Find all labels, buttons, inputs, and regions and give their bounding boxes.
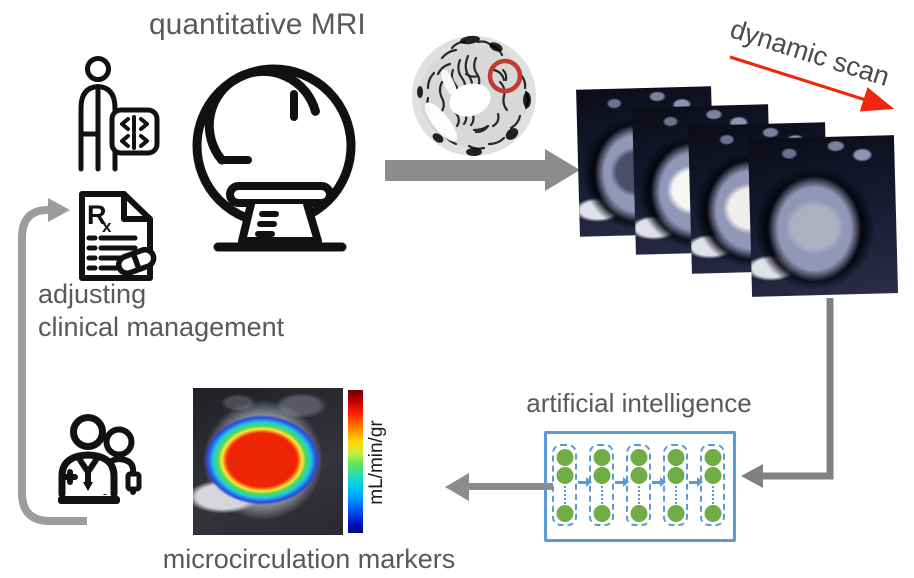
rx-symbol-sub: x xyxy=(102,217,112,236)
colorbar-unit-label: mL/min/gr xyxy=(366,420,387,505)
ai-node xyxy=(556,467,573,484)
artificial-intelligence-label: artificial intelligence xyxy=(526,388,752,418)
dynamic-scan-arrow xyxy=(729,55,895,112)
ai-node xyxy=(556,505,573,522)
pill-icon xyxy=(115,246,157,276)
ai-node xyxy=(704,505,721,522)
ai-layer-5 xyxy=(700,444,725,526)
rx-document-icon: R x xyxy=(79,191,157,281)
medical-cross xyxy=(62,469,78,485)
patient-icon xyxy=(78,56,160,172)
ai-node-ellipsis xyxy=(563,486,566,504)
doctors-icon xyxy=(58,414,142,504)
roi-annotation-circle xyxy=(487,58,523,94)
ai-node xyxy=(667,449,684,466)
ai-node xyxy=(704,467,721,484)
rx-text-lines xyxy=(86,235,138,271)
ai-node-ellipsis xyxy=(600,486,603,504)
ai-node xyxy=(667,505,684,522)
ai-layer-arrow-icon xyxy=(652,477,666,487)
ai-node-ellipsis xyxy=(674,486,677,504)
colorbar xyxy=(348,390,363,533)
rx-symbol: R xyxy=(87,200,107,230)
microcirculation-markers-label: microcirculation markers xyxy=(162,544,456,574)
mri-frame-4 xyxy=(747,135,899,297)
ai-node xyxy=(556,449,573,466)
ai-network-box xyxy=(544,431,736,542)
ai-node xyxy=(593,449,610,466)
ai-layer-arrow-icon xyxy=(578,477,592,487)
perfusion-map-image xyxy=(193,388,343,535)
ai-node-ellipsis xyxy=(711,486,714,504)
ai-node xyxy=(667,467,684,484)
adjusting-line2: clinical management xyxy=(38,312,285,342)
scan-card-glyphs xyxy=(120,115,149,150)
ai-node xyxy=(630,449,647,466)
title-quantitative-mri: quantitative MRI xyxy=(149,8,366,41)
ai-node xyxy=(593,505,610,522)
ai-layer-3 xyxy=(626,444,651,526)
ai-layer-arrow-icon xyxy=(689,477,703,487)
vessel-blobs xyxy=(417,35,531,156)
ai-node xyxy=(593,467,610,484)
ai-layer-4 xyxy=(663,444,688,526)
ai-layer-1 xyxy=(552,444,577,526)
ai-node xyxy=(704,449,721,466)
ai-node xyxy=(630,467,647,484)
ai-layer-arrow-icon xyxy=(615,477,629,487)
feedback-loop-arrow xyxy=(18,198,87,525)
adjusting-line1: adjusting xyxy=(38,279,147,309)
ai-node xyxy=(630,505,647,522)
flow-arrow-scan-to-ai xyxy=(741,298,834,488)
ai-layer-2 xyxy=(589,444,614,526)
flow-arrow-ai-to-markers xyxy=(445,473,553,501)
mri-scanner-icon xyxy=(192,64,356,252)
microvasculature-histology-image xyxy=(412,35,536,156)
flow-arrow-mri-to-scan xyxy=(385,149,580,191)
ai-node-ellipsis xyxy=(637,486,640,504)
adjusting-management-label: adjusting clinical management xyxy=(38,278,284,344)
